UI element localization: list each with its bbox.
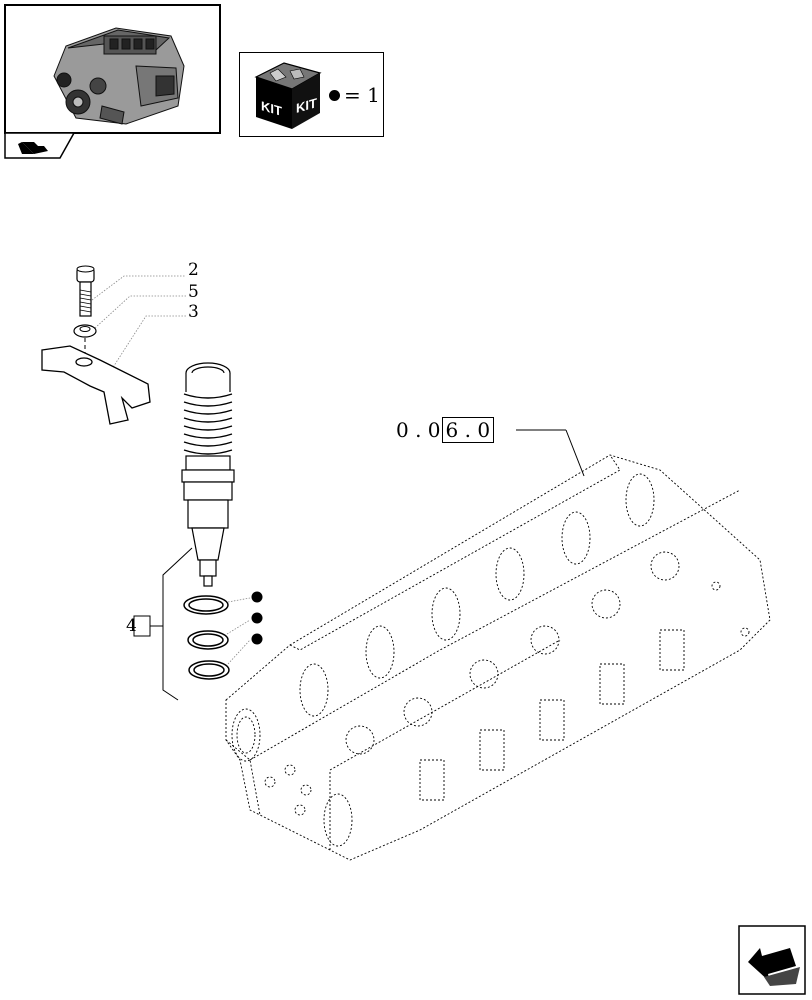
callout-5[interactable]: 5 [188, 282, 199, 302]
engine-thumbnail-image [53, 27, 185, 125]
kit-marker-dots [251, 591, 263, 645]
truck-icon [18, 142, 48, 154]
kit-marker-icon [329, 89, 340, 101]
kit-box-icon: KIT KIT [254, 62, 322, 129]
leader-lines [91, 275, 186, 373]
engine-thumbnail-frame [4, 4, 221, 134]
callout-3[interactable]: 3 [188, 302, 199, 322]
injector[interactable] [181, 362, 235, 587]
cylinder-head[interactable] [225, 454, 771, 861]
next-page-arrow-icon[interactable] [738, 925, 806, 995]
o-rings[interactable] [183, 595, 230, 680]
part-5-washer[interactable] [73, 324, 97, 338]
kit-legend: = 1 [329, 83, 380, 107]
callout-2[interactable]: 2 [188, 260, 199, 280]
reference-prefix: 0 . 0 [396, 418, 441, 442]
callout-4[interactable]: 4 [126, 616, 137, 636]
part-2-screw[interactable] [76, 265, 95, 317]
kit-quantity: = 1 [344, 83, 380, 107]
engine-thumbnail-tab[interactable] [4, 132, 76, 160]
part-4-bracket [133, 547, 193, 701]
kit-legend-frame: KIT KIT [239, 52, 384, 137]
part-3-clamp[interactable] [41, 345, 151, 425]
kit-label-right: KIT [296, 95, 317, 116]
reference-boxed: 6 . 0 [441, 417, 495, 443]
kit-label-left: KIT [261, 98, 282, 119]
